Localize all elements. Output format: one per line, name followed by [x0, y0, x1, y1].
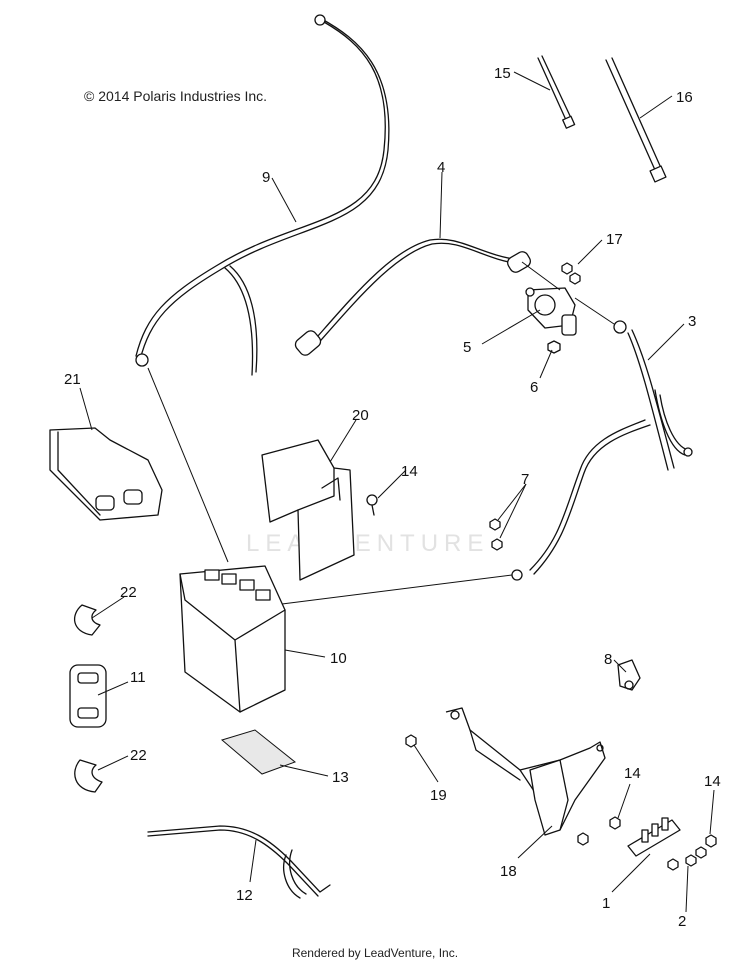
callout-4: 4 [437, 159, 445, 176]
callout-9: 9 [262, 169, 270, 186]
part-16-cable-tie [605, 57, 667, 183]
callout-21: 21 [64, 371, 81, 388]
footer-text: Rendered by LeadVenture, Inc. [291, 946, 459, 960]
part-6-bolt [547, 340, 561, 354]
callout-11: 11 [130, 669, 146, 686]
watermark-text: LEADVENTURE [246, 530, 490, 557]
part-15-cable-tie [537, 55, 576, 129]
part-4-cable [294, 238, 531, 356]
callout-6: 6 [530, 379, 538, 396]
part-8-clip [617, 659, 641, 691]
part-11-strap [69, 664, 107, 728]
part-7-bolts [489, 518, 503, 551]
part-19-screw [405, 734, 417, 748]
callout-14-a: 14 [401, 463, 418, 480]
part-20-cover [261, 439, 355, 581]
callout-3: 3 [688, 313, 696, 330]
callout-8: 8 [604, 651, 612, 668]
callout-2: 2 [678, 913, 686, 930]
part-12-rod [147, 825, 331, 899]
part-3-cable [511, 320, 693, 581]
part-14-screw-b [609, 816, 621, 830]
callout-5: 5 [463, 339, 471, 356]
part-17-nuts [561, 262, 581, 285]
callout-17: 17 [606, 231, 623, 248]
part-13-label [220, 729, 297, 775]
part-14-screw-c [577, 832, 589, 846]
callout-leaders [79, 71, 715, 913]
part-14-screw-a [366, 494, 378, 516]
callout-20: 20 [352, 407, 369, 424]
callout-13: 13 [332, 769, 349, 786]
copyright-text: © 2014 Polaris Industries Inc. [84, 88, 268, 104]
part-9-cable [135, 14, 390, 376]
part-2-nuts [667, 846, 707, 871]
part-1-terminal-block [627, 817, 681, 857]
part-10-battery [179, 565, 286, 713]
part-14-screw-d [705, 834, 717, 848]
part-22-clip-b [74, 759, 103, 793]
callout-14-b: 14 [624, 765, 641, 782]
callout-15: 15 [494, 65, 511, 82]
callout-16: 16 [676, 89, 693, 106]
callout-numbers: 15 16 9 4 17 3 5 6 7 21 20 14 8 22 11 22… [64, 65, 721, 930]
callout-1: 1 [602, 895, 610, 912]
connection-lines [147, 261, 615, 605]
callout-18: 18 [500, 863, 517, 880]
callout-19: 19 [430, 787, 447, 804]
part-5-solenoid [525, 287, 577, 336]
part-22-clip-a [73, 604, 101, 636]
callout-22-a: 22 [120, 584, 137, 601]
part-18-bracket [445, 707, 606, 836]
callout-7: 7 [521, 471, 529, 488]
callout-12: 12 [236, 887, 253, 904]
callout-22-b: 22 [130, 747, 147, 764]
callout-14-c: 14 [704, 773, 721, 790]
part-21-box [49, 427, 163, 521]
callout-10: 10 [330, 650, 347, 667]
